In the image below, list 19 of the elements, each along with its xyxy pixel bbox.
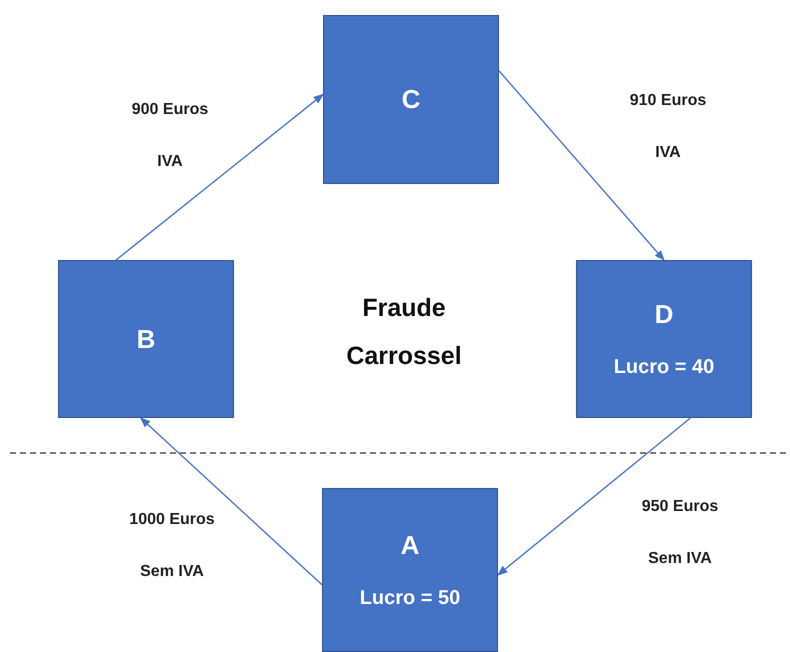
node-label: B	[136, 324, 156, 354]
arrow	[140, 417, 322, 586]
node-label: C	[402, 84, 420, 115]
arrow	[116, 94, 324, 260]
edge-label: 910 Euros IVA	[628, 91, 708, 163]
diagram-title: Fraude Carrossel	[345, 293, 463, 372]
edge-label: 900 Euros IVA	[130, 100, 210, 172]
node-text: Lucro = 40	[614, 356, 714, 379]
node-label: A	[400, 530, 420, 561]
process-box	[323, 15, 499, 184]
arrow	[497, 418, 691, 576]
edge-label: 1000 Euros Sem IVA	[128, 510, 216, 582]
node-text: Lucro = 50	[360, 587, 460, 610]
process-box	[322, 488, 498, 652]
process-box	[58, 260, 234, 418]
arrow	[498, 70, 665, 261]
node-label: D	[654, 299, 674, 330]
edge-label: 950 Euros Sem IVA	[640, 497, 720, 569]
process-box	[576, 260, 752, 418]
